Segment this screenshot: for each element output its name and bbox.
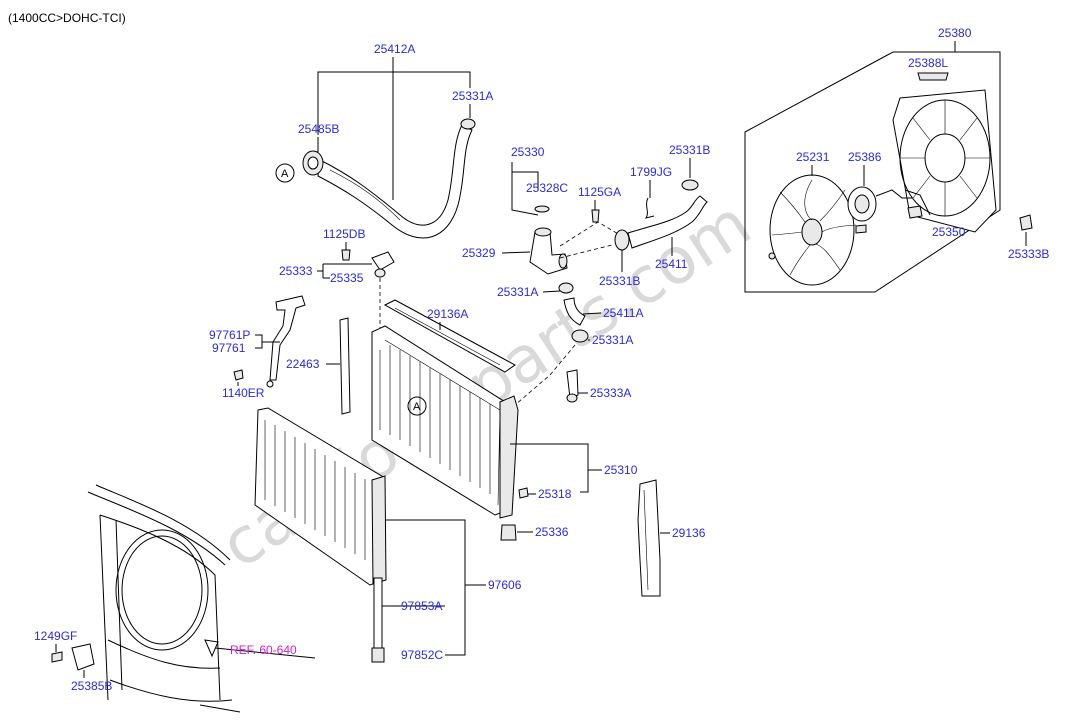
ref-label[interactable]: REF. 60-640 xyxy=(230,643,297,657)
hose-clamp-mid[interactable] xyxy=(614,229,630,251)
bolt-1125GA[interactable] xyxy=(591,209,600,223)
lower-hose-assembly[interactable]: 1799JG 25331B 25411 25331B 25331A 25411A… xyxy=(497,143,710,406)
label-25331A-mid[interactable]: 25331A xyxy=(497,285,538,299)
front-end-carrier[interactable]: REF. 60-640 1249GF 25385B xyxy=(34,484,316,713)
label-29136[interactable]: 29136 xyxy=(672,526,706,540)
upper-hose-assembly[interactable]: 25412A 25331A 25485B A xyxy=(275,42,493,239)
label-29136A[interactable]: 29136A xyxy=(427,307,468,321)
label-97853A[interactable]: 97853A xyxy=(401,599,442,613)
radiator-assembly[interactable]: A 25310 25318 25336 25333A xyxy=(371,325,638,541)
sensor-bracket-assembly[interactable]: 97761P 97761 1140ER xyxy=(209,295,306,400)
label-25333[interactable]: 25333 xyxy=(279,264,313,278)
label-25333B[interactable]: 25333B xyxy=(1008,247,1049,261)
cooling-fan-assembly[interactable]: 25380 25388L 25350 25333B 25231 25386 xyxy=(744,26,1049,293)
callout-circle-A-top[interactable] xyxy=(275,163,295,183)
label-25335[interactable]: 25335 xyxy=(330,271,364,285)
label-25411A[interactable]: 25411A xyxy=(603,306,643,320)
label-1140ER[interactable]: 1140ER xyxy=(222,386,265,400)
label-25485B[interactable]: 25485B xyxy=(298,122,339,136)
air-guard-upper[interactable]: 29136A xyxy=(383,299,516,373)
label-97852C[interactable]: 97852C xyxy=(401,648,443,662)
label-22463[interactable]: 22463 xyxy=(286,357,320,371)
label-1249GF[interactable]: 1249GF xyxy=(34,629,77,643)
air-guard-side[interactable]: 29136 xyxy=(637,479,706,597)
callout-circle-A-radiator[interactable] xyxy=(407,396,427,416)
label-25411[interactable]: 25411 xyxy=(655,257,688,271)
callout-A-top: A xyxy=(281,168,289,180)
callout-A-radiator: A xyxy=(413,401,421,413)
label-25331B-mid[interactable]: 25331B xyxy=(599,274,640,288)
engine-spec-header: (1400CC>DOHC-TCI) xyxy=(8,11,126,25)
label-1799JG[interactable]: 1799JG xyxy=(630,165,672,179)
label-1125GA[interactable]: 1125GA xyxy=(578,185,621,199)
label-25331A-top[interactable]: 25331A xyxy=(452,89,493,103)
label-25331A-low[interactable]: 25331A xyxy=(592,333,633,347)
hose-clamp-top[interactable] xyxy=(460,118,476,130)
label-25388L[interactable]: 25388L xyxy=(908,56,948,70)
label-25380[interactable]: 25380 xyxy=(938,26,972,40)
label-25330[interactable]: 25330 xyxy=(511,145,545,159)
label-25336[interactable]: 25336 xyxy=(535,525,569,539)
label-25318[interactable]: 25318 xyxy=(538,487,572,501)
label-25333A[interactable]: 25333A xyxy=(590,386,631,400)
filler-neck-assembly[interactable]: 1125DB 25333 25335 xyxy=(279,227,395,330)
hose-clamp-25331B[interactable] xyxy=(681,179,699,191)
label-25386[interactable]: 25386 xyxy=(848,150,882,164)
label-25329[interactable]: 25329 xyxy=(462,246,496,260)
label-25310[interactable]: 25310 xyxy=(604,463,638,477)
label-97606[interactable]: 97606 xyxy=(488,578,522,592)
label-25350[interactable]: 25350 xyxy=(932,225,966,239)
label-25231[interactable]: 25231 xyxy=(796,150,830,164)
label-25331B-top[interactable]: 25331B xyxy=(669,143,710,157)
label-25412A[interactable]: 25412A xyxy=(374,42,415,56)
seal-strip[interactable]: 22463 xyxy=(286,317,351,415)
condenser-assembly[interactable]: 97606 97853A 97852C xyxy=(254,407,522,663)
label-25328C[interactable]: 25328C xyxy=(526,181,568,195)
label-1125DB[interactable]: 1125DB xyxy=(323,227,365,241)
water-outlet-assembly[interactable]: 25330 25328C 25329 1125GA xyxy=(462,145,621,275)
label-25385B[interactable]: 25385B xyxy=(71,679,112,693)
label-97761P[interactable]: 97761P xyxy=(209,328,250,342)
label-97761[interactable]: 97761 xyxy=(212,341,246,355)
